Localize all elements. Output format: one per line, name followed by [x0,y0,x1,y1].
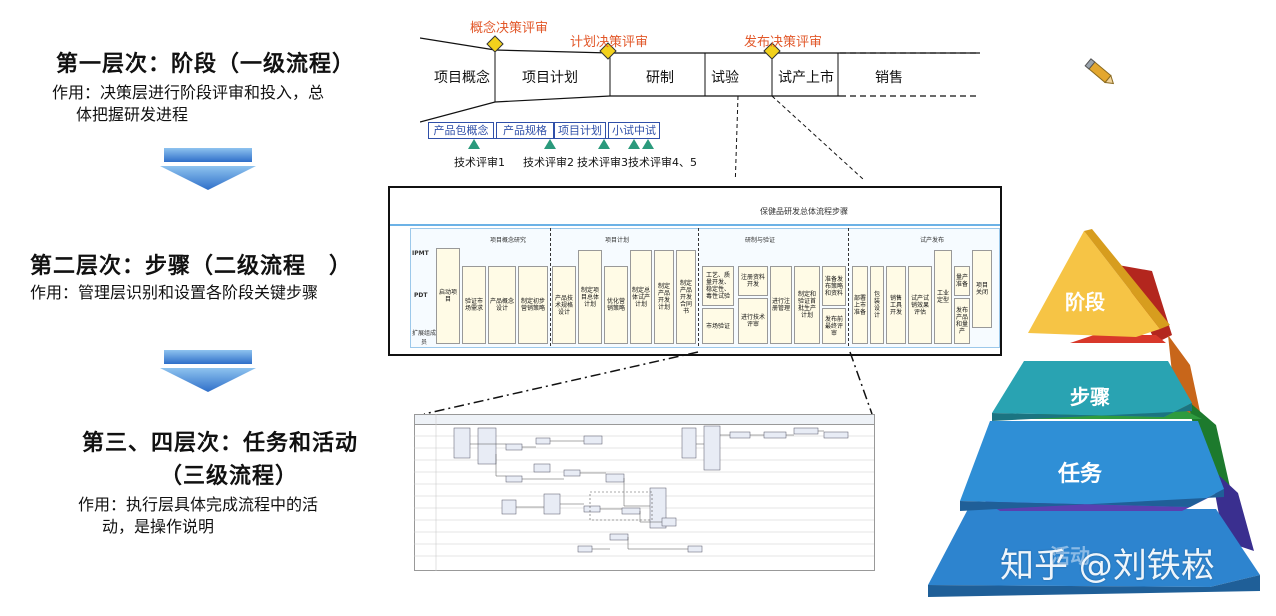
level1-title: 第一层次：阶段（一级流程） [56,52,356,77]
watermark: 知乎 @刘铁崧 [1000,546,1215,586]
level1-desc-line2: 体把握研发进程 [76,105,189,124]
step-cell: 市场验证 [702,308,734,344]
step-cell: 产品概念设计 [488,266,516,344]
pyramid-label: 活动 [1050,544,1090,568]
pyramid-tier-phase [1028,231,1160,337]
sub-stage: 小试中试 [608,122,660,139]
down-arrow-icon [160,148,256,190]
step-cell: 试产试销效果评估 [908,266,932,344]
step-cell: 发布产品和量产 [954,298,970,344]
level1-desc-line1: 作用：决策层进行阶段评审和投入，总 [52,83,325,102]
callout-lines [423,351,873,415]
review-label: 计划决策评审 [570,35,649,50]
step-cell: 进行注册管理 [770,266,792,344]
step-cell: 产品技术规格设计 [552,266,576,344]
phase-diagram [420,35,980,180]
stage-label: 试产上市 [778,70,834,86]
step-cell: 部署上市准备 [852,266,868,344]
step-cell: 制定产品开发计划 [654,250,674,344]
level-pyramid [928,229,1260,597]
step-cell: 包装设计 [870,266,884,344]
tech-review-label: 技术评审1 [454,156,505,169]
tech-review-label: 技术评审3 [577,156,628,169]
level3-desc-line2: 动，是操作说明 [102,517,215,536]
step-cell: 准备发布策略和资料 [822,266,846,306]
step-cell: 优化营销策略 [604,266,628,344]
level2-chart: 保健品研发总体流程步骤 IPMT PDT 扩展组成员 项目概念研究 项目计划 研… [388,186,1002,356]
step-cell: 制定和验证首批生产计划 [794,266,820,344]
level2-desc: 作用：管理层识别和设置各阶段关键步骤 [30,283,319,302]
sub-stage: 产品包概念 [428,122,494,139]
step-cell: 注册资料开发 [738,266,768,296]
pyramid-label: 任务 [1058,462,1103,487]
row-label: 扩展组成员 [412,330,437,346]
group-header: 项目概念研究 [490,237,527,244]
step-cell: 制定初步营销策略 [518,266,548,344]
row-label: PDT [414,292,428,299]
tech-review-markers [468,139,654,149]
pyramid-label: 阶段 [1065,290,1105,314]
pencil-icon [1084,58,1115,85]
step-cell: 量产准备 [954,266,970,296]
step-cell: 制定项目总体计划 [578,250,602,344]
pyramid-tier-task [960,421,1224,507]
sub-stage: 产品规格 [496,122,554,139]
tech-review-label: 技术评审2 [523,156,574,169]
level1-desc: 作用：决策层进行阶段评审和投入，总 体把握研发进程 [52,82,392,126]
stage-label: 项目计划 [522,70,578,86]
step-cell: 制定总体试产计划 [630,250,652,344]
stage-label: 试验 [711,70,739,86]
step-cell: 进行技术评审 [738,298,768,344]
step-cell: 制定产品开发合同书 [676,250,696,344]
level3-title-line1: 第三、四层次：任务和活动 [82,431,359,456]
pyramid-label: 步骤 [1070,385,1110,409]
stage-label: 项目概念 [434,70,490,86]
stage-label: 研制 [646,70,674,86]
stage-label: 销售 [875,70,903,86]
step-cell: 验证市场需求 [462,266,486,344]
level3-desc: 作用：执行层具体完成流程中的活 动，是操作说明 [78,494,318,538]
level3-process-map [414,414,875,571]
sub-stage: 项目计划 [554,122,606,139]
level2-title: 第二层次：步骤（二级流程 ） [30,254,353,279]
group-header: 研制与验证 [745,237,776,244]
group-header: 项目计划 [605,237,630,244]
step-cell: 发布前最终评审 [822,308,846,344]
pyramid-tier-activity [928,509,1260,587]
group-header: 试产发布 [920,237,945,244]
step-cell: 销售工具开发 [886,266,906,344]
review-label: 概念决策评审 [470,21,549,36]
step-cell: 项目关闭 [972,250,992,328]
pyramid-tier-step [992,361,1192,417]
sub-stage-bar: 产品包概念 产品规格 项目计划 小试中试 [428,122,660,139]
step-cell: 工艺、质量开发、稳定性、毒性试验 [702,266,734,306]
review-diamond [486,35,504,53]
step-cell: 工业定型 [934,250,952,344]
level3-desc-line1: 作用：执行层具体完成流程中的活 [78,495,319,514]
tech-review-label: 技术评审4、5 [628,156,697,169]
row-label: IPMT [412,250,429,257]
step-cell: 启动项目 [436,248,460,344]
level3-title-line2: （三级流程） [160,464,299,489]
review-diamond [599,42,617,60]
review-label: 发布决策评审 [744,35,823,50]
review-diamond [763,42,781,60]
level2-chart-title: 保健品研发总体流程步骤 [760,207,848,216]
down-arrow-icon [160,350,256,392]
